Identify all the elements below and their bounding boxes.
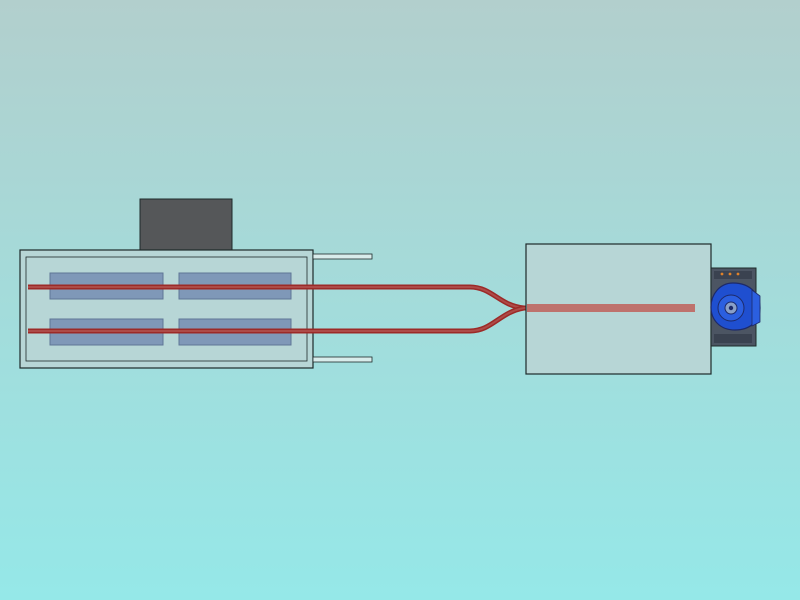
fan-accent-dot <box>720 272 724 276</box>
heat-pipe-lower-highlight <box>28 307 525 332</box>
blower-fan <box>710 267 761 347</box>
housing-outer <box>19 249 314 369</box>
housing-inner <box>25 256 308 362</box>
mounting-block <box>139 198 233 252</box>
mounting-rail <box>312 253 373 260</box>
fan-housing-bottom <box>714 334 752 343</box>
fan-axle <box>728 305 734 311</box>
fan-accent-dot <box>736 272 740 276</box>
fan-housing-top <box>714 271 752 279</box>
fan-outlet <box>751 289 761 327</box>
heat-source-housing <box>19 249 314 369</box>
condenser-pipe <box>527 304 695 312</box>
heat-pipes <box>28 284 696 334</box>
mounting-rail <box>312 356 373 363</box>
fan-accent-dot <box>728 272 732 276</box>
